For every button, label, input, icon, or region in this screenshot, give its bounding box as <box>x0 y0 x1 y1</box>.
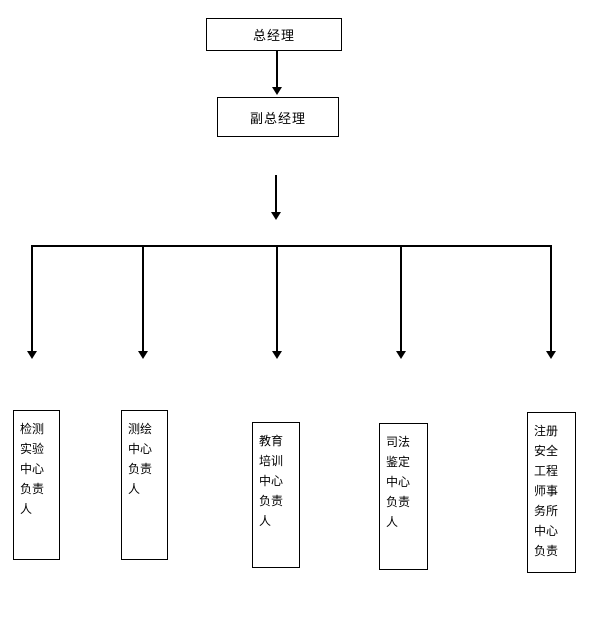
node-dept-testing-lab-center-label: 检测实验中心负责人 <box>20 422 45 516</box>
branch-arrow-3-line <box>276 245 278 351</box>
arrow-gm-to-deputy-head-icon <box>272 87 282 95</box>
node-dept-education-training-center: 教育培训中心负责人 <box>252 422 300 568</box>
node-general-manager-label: 总经理 <box>252 28 295 43</box>
branch-arrow-1-head-icon <box>27 351 37 359</box>
node-dept-registered-safety-engineer-office-label: 注册安全工程师事务所中心负责 <box>534 424 559 558</box>
branch-arrow-4-line <box>400 245 402 351</box>
branch-arrow-1-line <box>31 245 33 351</box>
node-general-manager: 总经理 <box>206 18 342 51</box>
branch-arrow-2-line <box>142 245 144 351</box>
arrow-deputy-to-connector-head-icon <box>271 212 281 220</box>
node-deputy-general-manager-label: 副总经理 <box>249 110 306 126</box>
node-dept-testing-lab-center: 检测实验中心负责人 <box>13 410 60 560</box>
arrow-deputy-to-connector-line <box>275 175 277 212</box>
node-deputy-general-manager: 副总经理 <box>217 97 339 137</box>
node-dept-judicial-appraisal-center-label: 司法鉴定中心负责人 <box>386 435 411 529</box>
node-dept-education-training-center-label: 教育培训中心负责人 <box>259 434 284 528</box>
node-dept-surveying-center-label: 测绘中心负责人 <box>128 422 153 496</box>
node-dept-registered-safety-engineer-office: 注册安全工程师事务所中心负责 <box>527 412 576 573</box>
branch-arrow-4-head-icon <box>396 351 406 359</box>
branch-arrow-2-head-icon <box>138 351 148 359</box>
branch-arrow-5-line <box>550 245 552 351</box>
branch-arrow-5-head-icon <box>546 351 556 359</box>
arrow-gm-to-deputy-line <box>276 51 278 87</box>
branch-arrow-3-head-icon <box>272 351 282 359</box>
connector-horizontal-line <box>32 245 552 247</box>
node-dept-judicial-appraisal-center: 司法鉴定中心负责人 <box>379 423 428 570</box>
node-dept-surveying-center: 测绘中心负责人 <box>121 410 168 560</box>
